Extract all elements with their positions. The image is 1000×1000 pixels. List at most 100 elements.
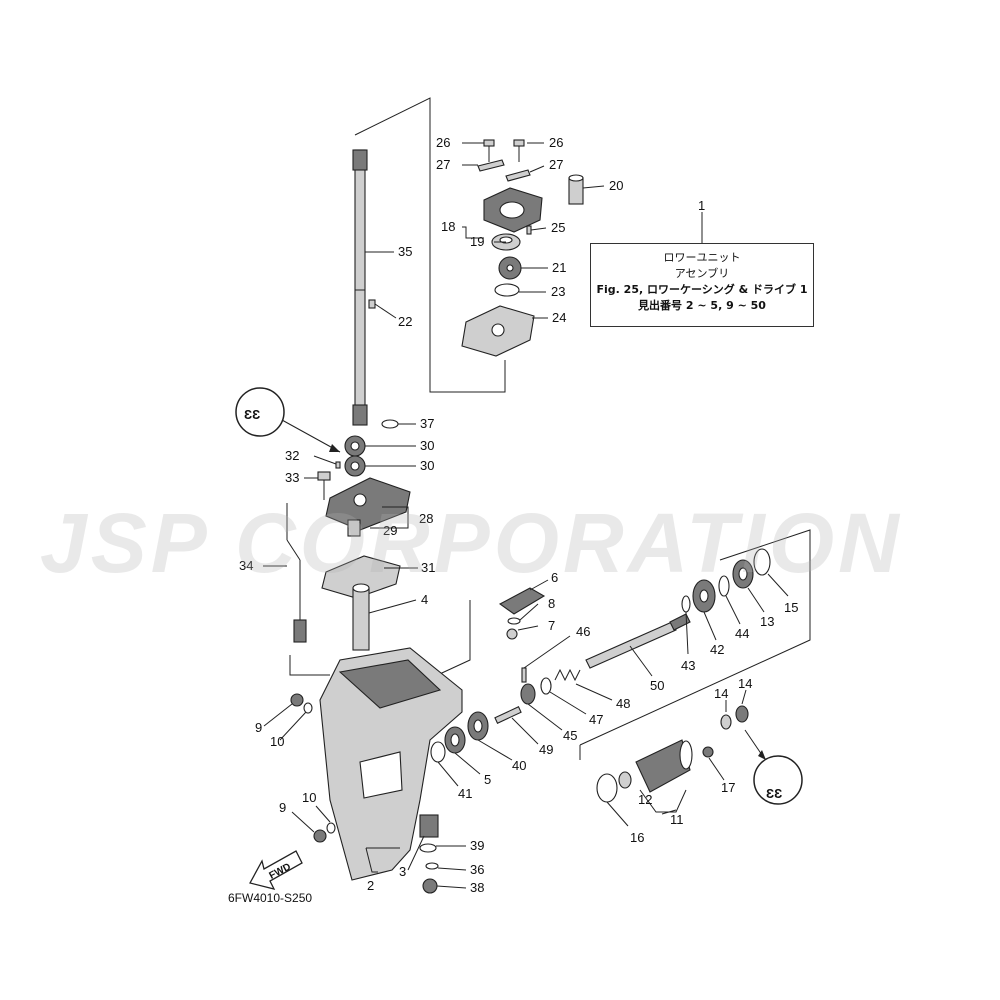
oil-seal-14b [735, 705, 749, 723]
forward-gear-40 [467, 711, 489, 741]
plate-27-left [477, 159, 505, 172]
spring-48 [554, 668, 581, 682]
callout-11: 11 [670, 812, 684, 827]
water-tube [568, 174, 584, 205]
callout-42: 42 [710, 642, 724, 657]
group-bracket-line [579, 529, 811, 746]
callout-26: 26 [436, 135, 450, 150]
bearing-13 [732, 559, 754, 589]
callout-33: 33 [285, 470, 299, 485]
callout-4: 4 [421, 592, 428, 607]
svg-text:ƐƐ: ƐƐ [244, 407, 260, 422]
bolt-17 [702, 746, 714, 758]
info-line-3: Fig. 25, ロワーケーシング & ドライブ 1 [596, 283, 808, 296]
group-bracket-line [289, 655, 330, 676]
bearing-30-upper [344, 435, 366, 457]
shim-41 [430, 741, 446, 763]
dowel-pin [526, 225, 532, 235]
callout-8: 8 [548, 596, 555, 611]
callout-27: 27 [436, 157, 450, 172]
callout-leaders [263, 142, 789, 889]
fwd-arrow-icon: FWD [249, 850, 303, 890]
callout-43: 43 [681, 658, 695, 673]
gasket-ring [494, 283, 520, 297]
callout-46: 46 [576, 624, 590, 639]
plate-27-right [505, 169, 531, 182]
washer-39 [419, 843, 437, 853]
callout-10: 10 [302, 790, 316, 805]
callout-44: 44 [735, 626, 749, 641]
info-line-2: アセンブリ [674, 267, 730, 280]
callout-39: 39 [470, 838, 484, 853]
callout-1: 1 [698, 198, 705, 213]
grease-mark-icon: ƐƐ [235, 387, 341, 453]
bolt-33 [317, 471, 331, 500]
washer-8 [507, 617, 521, 625]
drive-shaft [352, 149, 368, 426]
bearing-12 [618, 771, 632, 789]
callout-31: 31 [421, 560, 435, 575]
svg-text:ƐƐ: ƐƐ [766, 786, 782, 801]
anode [498, 587, 546, 615]
callout-14: 14 [738, 676, 752, 691]
shim-43 [681, 595, 691, 613]
pump-housing [483, 187, 543, 233]
callout-26: 26 [549, 135, 563, 150]
lower-casing [319, 647, 463, 881]
callout-12: 12 [638, 792, 652, 807]
callout-27: 27 [549, 157, 563, 172]
outer-plate [461, 305, 535, 357]
pin-49 [494, 706, 522, 724]
bearing-30-lower [344, 455, 366, 477]
info-line-1: ロワーユニット [663, 251, 741, 264]
callout-16: 16 [630, 830, 644, 845]
pin-32 [335, 461, 341, 469]
callout-29: 29 [383, 523, 397, 538]
callout-18: 18 [441, 219, 455, 234]
callout-40: 40 [512, 758, 526, 773]
propeller-shaft [585, 613, 691, 669]
callout-3: 3 [399, 864, 406, 879]
callout-21: 21 [552, 260, 566, 275]
drawing-code: 6FW4010-S250 [228, 891, 313, 905]
callout-34: 34 [239, 558, 253, 573]
callout-41: 41 [458, 786, 472, 801]
callout-30: 30 [420, 458, 434, 473]
bolt-26-right [513, 139, 525, 162]
washer-37 [381, 419, 399, 429]
callout-37: 37 [420, 416, 434, 431]
callout-numbers: 26 26 27 27 20 18 25 19 35 21 23 22 24 3… [239, 135, 798, 895]
bearing-5 [444, 726, 466, 754]
shift-rod [286, 503, 307, 643]
callout-17: 17 [721, 780, 735, 795]
clip-36 [425, 862, 439, 870]
callout-23: 23 [551, 284, 565, 299]
o-ring-16 [596, 773, 618, 803]
callout-32: 32 [285, 448, 299, 463]
drain-plug [419, 814, 439, 838]
callout-35: 35 [398, 244, 412, 259]
gasket-31 [321, 555, 401, 599]
reverse-gear-42 [692, 579, 716, 613]
bolt-9-lower [313, 829, 327, 843]
callout-2: 2 [367, 878, 374, 893]
callout-38: 38 [470, 880, 484, 895]
bearing-housing [325, 477, 411, 531]
bushing-29 [347, 519, 361, 537]
grease-mark-icon: ƐƐ [744, 729, 803, 805]
shim-44 [718, 575, 730, 597]
nut-38 [422, 878, 438, 894]
info-line-4: 見出番号 2 ~ 5, 9 ~ 50 [638, 299, 766, 312]
callout-7: 7 [548, 618, 555, 633]
callout-45: 45 [563, 728, 577, 743]
callout-9: 9 [255, 720, 262, 735]
prop-shaft-housing [635, 739, 693, 793]
callout-28: 28 [419, 511, 433, 526]
callout-5: 5 [484, 772, 491, 787]
callout-47: 47 [589, 712, 603, 727]
bolt-9-upper [290, 693, 304, 707]
callout-15: 15 [784, 600, 798, 615]
o-ring-15 [753, 548, 771, 576]
bolt-26-left [483, 139, 495, 162]
callout-48: 48 [616, 696, 630, 711]
